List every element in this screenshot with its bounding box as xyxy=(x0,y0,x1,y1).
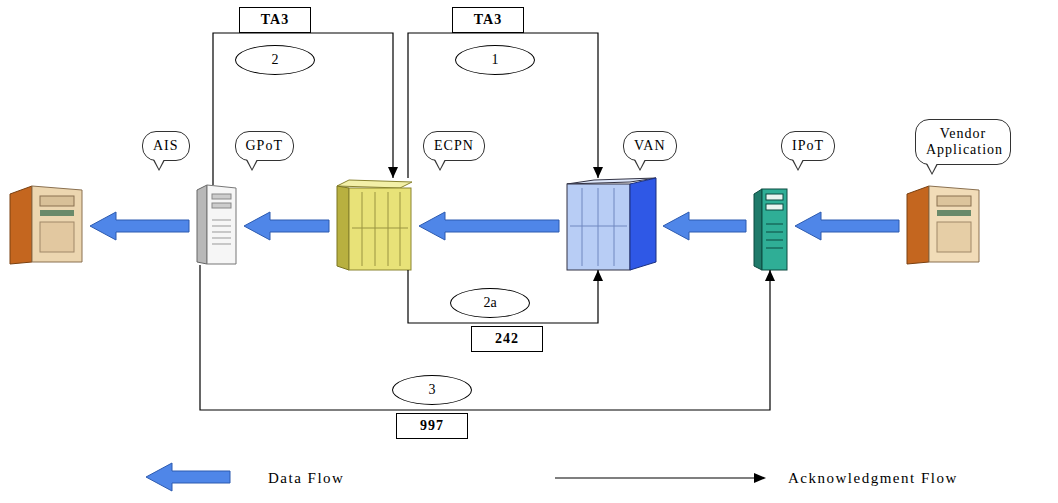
node-name: Vendor Application xyxy=(926,126,1003,157)
edge-label: TA3 xyxy=(452,7,524,33)
node-name: GPoT xyxy=(246,138,283,153)
legend-text: Acknowledgment Flow xyxy=(788,470,958,487)
arrowhead xyxy=(754,473,766,483)
data-flow-arrow xyxy=(419,212,559,240)
data-flow-arrow xyxy=(90,212,189,240)
server-icon xyxy=(754,189,787,270)
callout-bubble: Vendor Application xyxy=(915,119,1011,165)
node-name: IPoT xyxy=(792,138,824,153)
server-icon xyxy=(567,178,656,270)
callout-oval: 2 xyxy=(235,45,315,75)
callout-bubble: GPoT xyxy=(235,131,294,161)
data-flow-arrow xyxy=(663,212,746,240)
acknowledgment-line xyxy=(213,33,393,185)
callout-oval: 2a xyxy=(450,288,530,318)
acknowledgment-line xyxy=(408,270,598,323)
callout-bubble: AIS xyxy=(142,131,190,161)
callout-number: 2a xyxy=(483,295,496,311)
node-name: ECPN xyxy=(434,138,474,153)
transaction-code: TA3 xyxy=(261,12,289,27)
callout-bubble: VAN xyxy=(623,131,677,161)
callout-bubble: ECPN xyxy=(423,131,485,161)
server-icon xyxy=(907,186,979,264)
node-name: AIS xyxy=(153,138,179,153)
transaction-code: 242 xyxy=(495,331,519,346)
server-node: VAN xyxy=(565,178,657,270)
node-name: VAN xyxy=(634,138,666,153)
callout-oval: 3 xyxy=(392,375,472,405)
callout-number: 2 xyxy=(272,52,279,68)
server-node: AIS xyxy=(8,185,84,265)
data-flow-arrow xyxy=(244,212,329,240)
callout-oval: 1 xyxy=(455,45,535,75)
callout-number: 1 xyxy=(492,52,499,68)
line-arrow-sample xyxy=(555,477,755,478)
server-node: IPoT xyxy=(752,188,789,270)
acknowledgment-line xyxy=(408,33,598,178)
server-node: Vendor Application xyxy=(905,185,981,265)
legend-text: Data Flow xyxy=(268,470,344,487)
transaction-code: TA3 xyxy=(474,12,502,27)
server-icon xyxy=(197,185,236,264)
server-node: GPoT xyxy=(195,185,238,265)
edge-label: TA3 xyxy=(239,7,311,33)
server-icon xyxy=(337,180,412,270)
acknowledgment-line xyxy=(200,265,770,410)
server-icon xyxy=(10,186,82,264)
edge-label: 997 xyxy=(396,413,468,439)
block-arrow-sample xyxy=(146,463,230,491)
server-node: ECPN xyxy=(335,178,413,270)
edge-label: 242 xyxy=(471,326,543,352)
callout-number: 3 xyxy=(429,382,436,398)
callout-bubble: IPoT xyxy=(781,131,835,161)
data-flow-arrow xyxy=(795,212,899,240)
transaction-code: 997 xyxy=(420,418,444,433)
